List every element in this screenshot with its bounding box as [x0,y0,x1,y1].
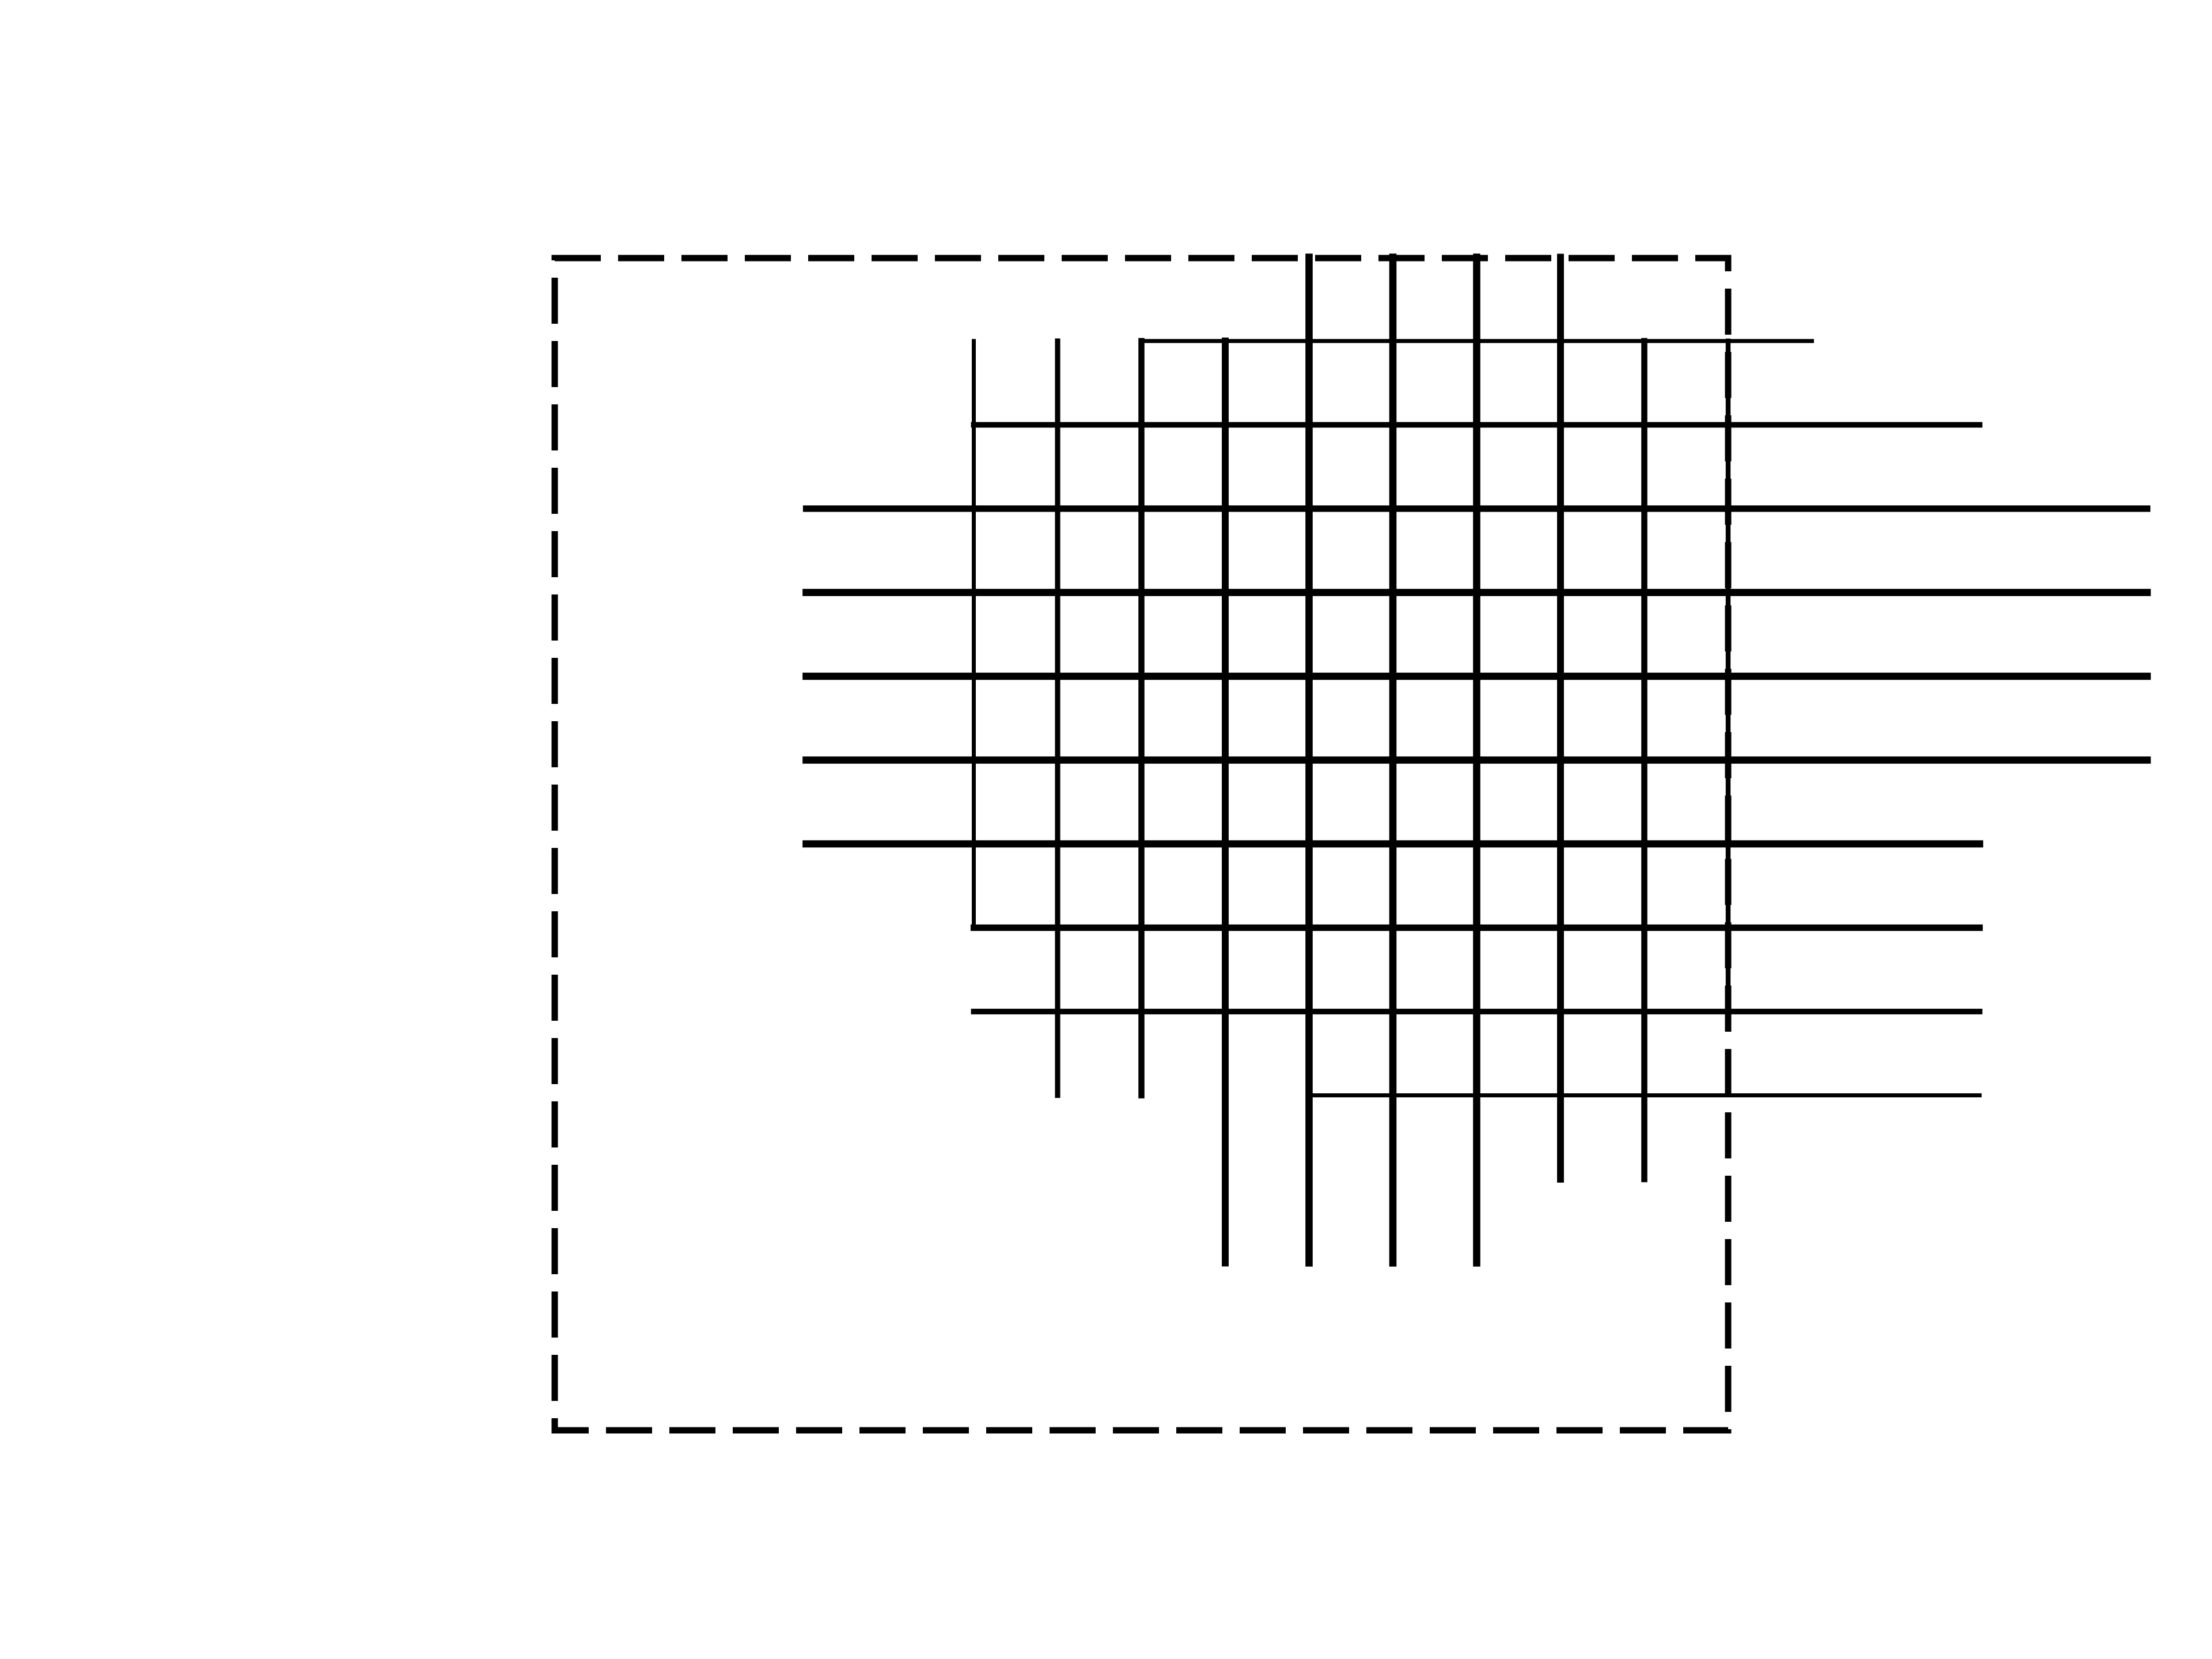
grid-lattice [802,253,2151,1267]
dashed-frame [551,255,1732,1434]
